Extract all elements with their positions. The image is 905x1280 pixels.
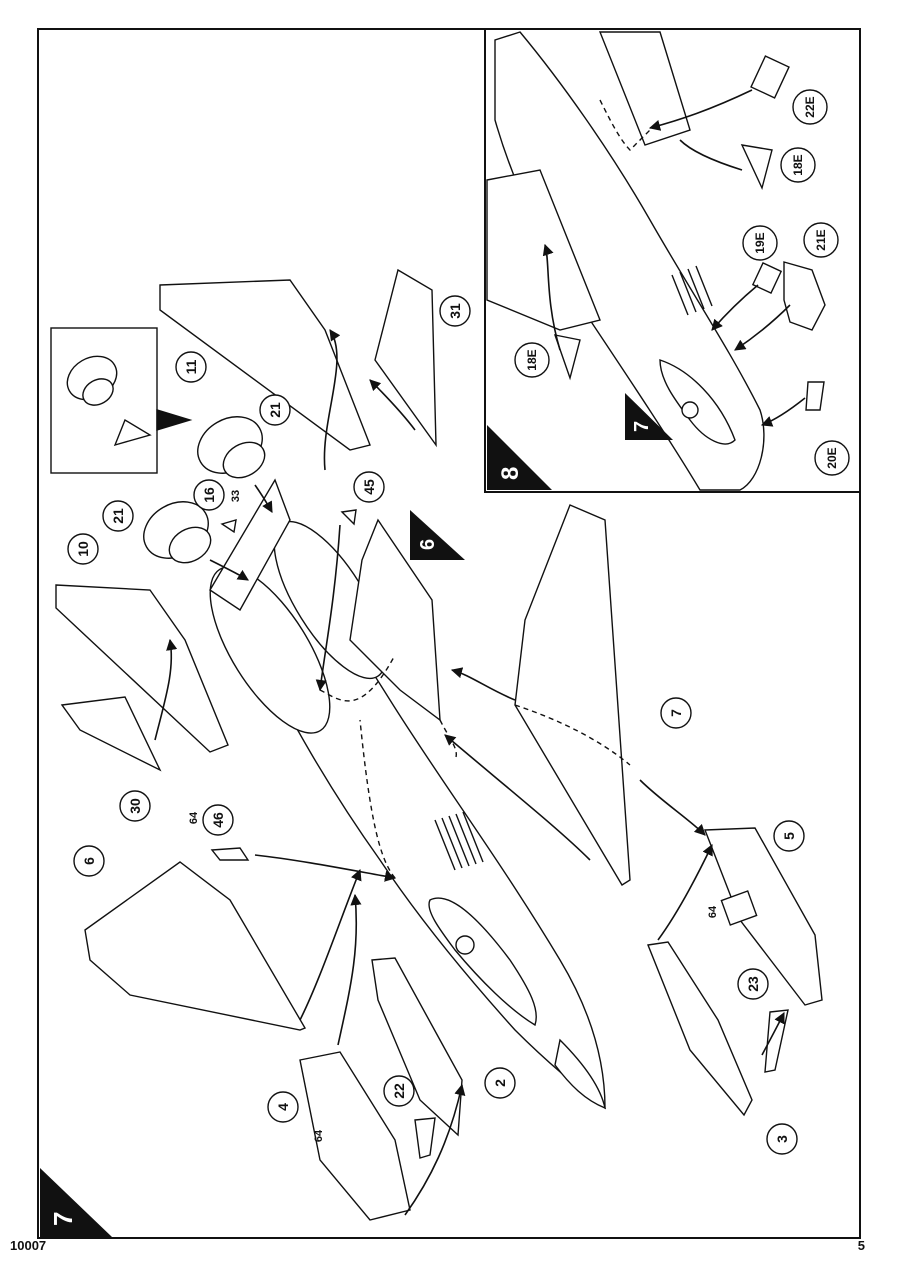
part-31-rudder [374,268,437,448]
step-7-number: 7 [48,1212,78,1226]
decal-22E-label: 22E [803,96,817,117]
intake-vents [434,811,484,871]
main-assembly-drawing [50,268,823,1221]
decal-19E-label: 19E [753,232,767,253]
decal-20E-label: 20E [825,447,839,468]
callout-16: 16 [201,487,217,503]
detail-pointer [156,409,193,431]
part-6-left-wing [84,861,307,1031]
inset-canopy [659,359,736,445]
inset-arrows [542,89,806,427]
inset-substep-7-badge: 7 [625,393,673,440]
main-callout-labels: 11 31 21 21 16 45 10 7 30 46 6 5 23 4 22… [75,303,797,1143]
inset-dashed [599,99,651,151]
label-33: 33 [230,490,242,502]
inset-pilot [681,401,699,419]
part-4-intake [299,1051,411,1221]
small-part-labels: 33 64 64 64 [188,490,719,1142]
inset-drawing [486,31,826,491]
decal-21E-label: 21E [814,229,828,250]
part-3-intake [647,941,753,1117]
page-number: 5 [857,1238,865,1253]
label-64-c: 64 [313,1129,325,1142]
part-2-intake [371,957,463,1137]
callout-11: 11 [183,359,199,374]
label-64-b: 64 [707,905,719,918]
wing-root-panel [349,518,441,722]
assembly-arrows [154,329,785,1216]
part-64-grille [720,890,758,926]
step-7-badge: 7 [40,1168,112,1237]
callout-46: 46 [210,812,226,828]
part-11-tail-fin [159,279,371,451]
callout-6: 6 [81,857,97,865]
callout-21b: 21 [110,508,126,524]
nozzle-detail-drawing [66,355,152,447]
decal-21E-shape [783,261,826,331]
part-23-panel [764,1009,789,1073]
inset-callouts [514,89,850,476]
callout-2: 2 [492,1079,508,1087]
dashed-guides [319,654,631,879]
part-16-cone [220,519,237,534]
callout-5: 5 [781,832,797,840]
part-45-cone [340,509,357,526]
label-64-a: 64 [188,811,200,824]
part-46-probe [210,847,250,861]
callout-22: 22 [391,1083,407,1099]
callout-10: 10 [75,541,91,557]
substep-6-badge: 6 [410,510,465,560]
callout-45: 45 [361,479,377,495]
step-8-badge: 8 [487,425,552,490]
decal-18E-shape-b [553,334,581,381]
callout-23: 23 [745,976,761,992]
exhaust-nozzle-21b [197,416,266,479]
catalog-number: 10007 [10,1238,47,1253]
inset-fin [598,31,691,146]
decal-20E-shape [805,381,825,411]
main-callouts [67,295,805,1155]
callout-31: 31 [447,303,463,319]
decal-22E-shape [750,55,790,99]
outer-frame [37,28,861,1239]
callout-21a: 21 [267,402,283,418]
substep-6-number: 6 [417,539,439,550]
part-22-panel [414,1117,436,1159]
exhaust-nozzle-21a [143,501,212,564]
part-30-rudder [60,696,162,772]
cockpit-canopy [428,897,537,1027]
inset-callout-labels: 22E 18E 19E 21E 18E 20E [525,96,839,468]
decal-19E-shape [751,261,783,295]
part-7-right-wing [514,504,631,886]
part-10-tail-fin [55,584,229,753]
callout-3: 3 [774,1135,790,1143]
callout-7: 7 [668,709,684,717]
decal-18E-label-a: 18E [791,154,805,175]
step-8-number: 8 [497,467,524,480]
inset-vents [671,265,713,316]
callout-4: 4 [275,1103,291,1111]
pilot-figure [455,935,475,955]
nose-cone [554,1038,606,1110]
decal-18E-label-b: 18E [525,349,539,370]
decal-18E-shape-a [740,144,773,191]
inset-substep-7-number: 7 [631,421,653,432]
callout-30: 30 [127,798,143,814]
